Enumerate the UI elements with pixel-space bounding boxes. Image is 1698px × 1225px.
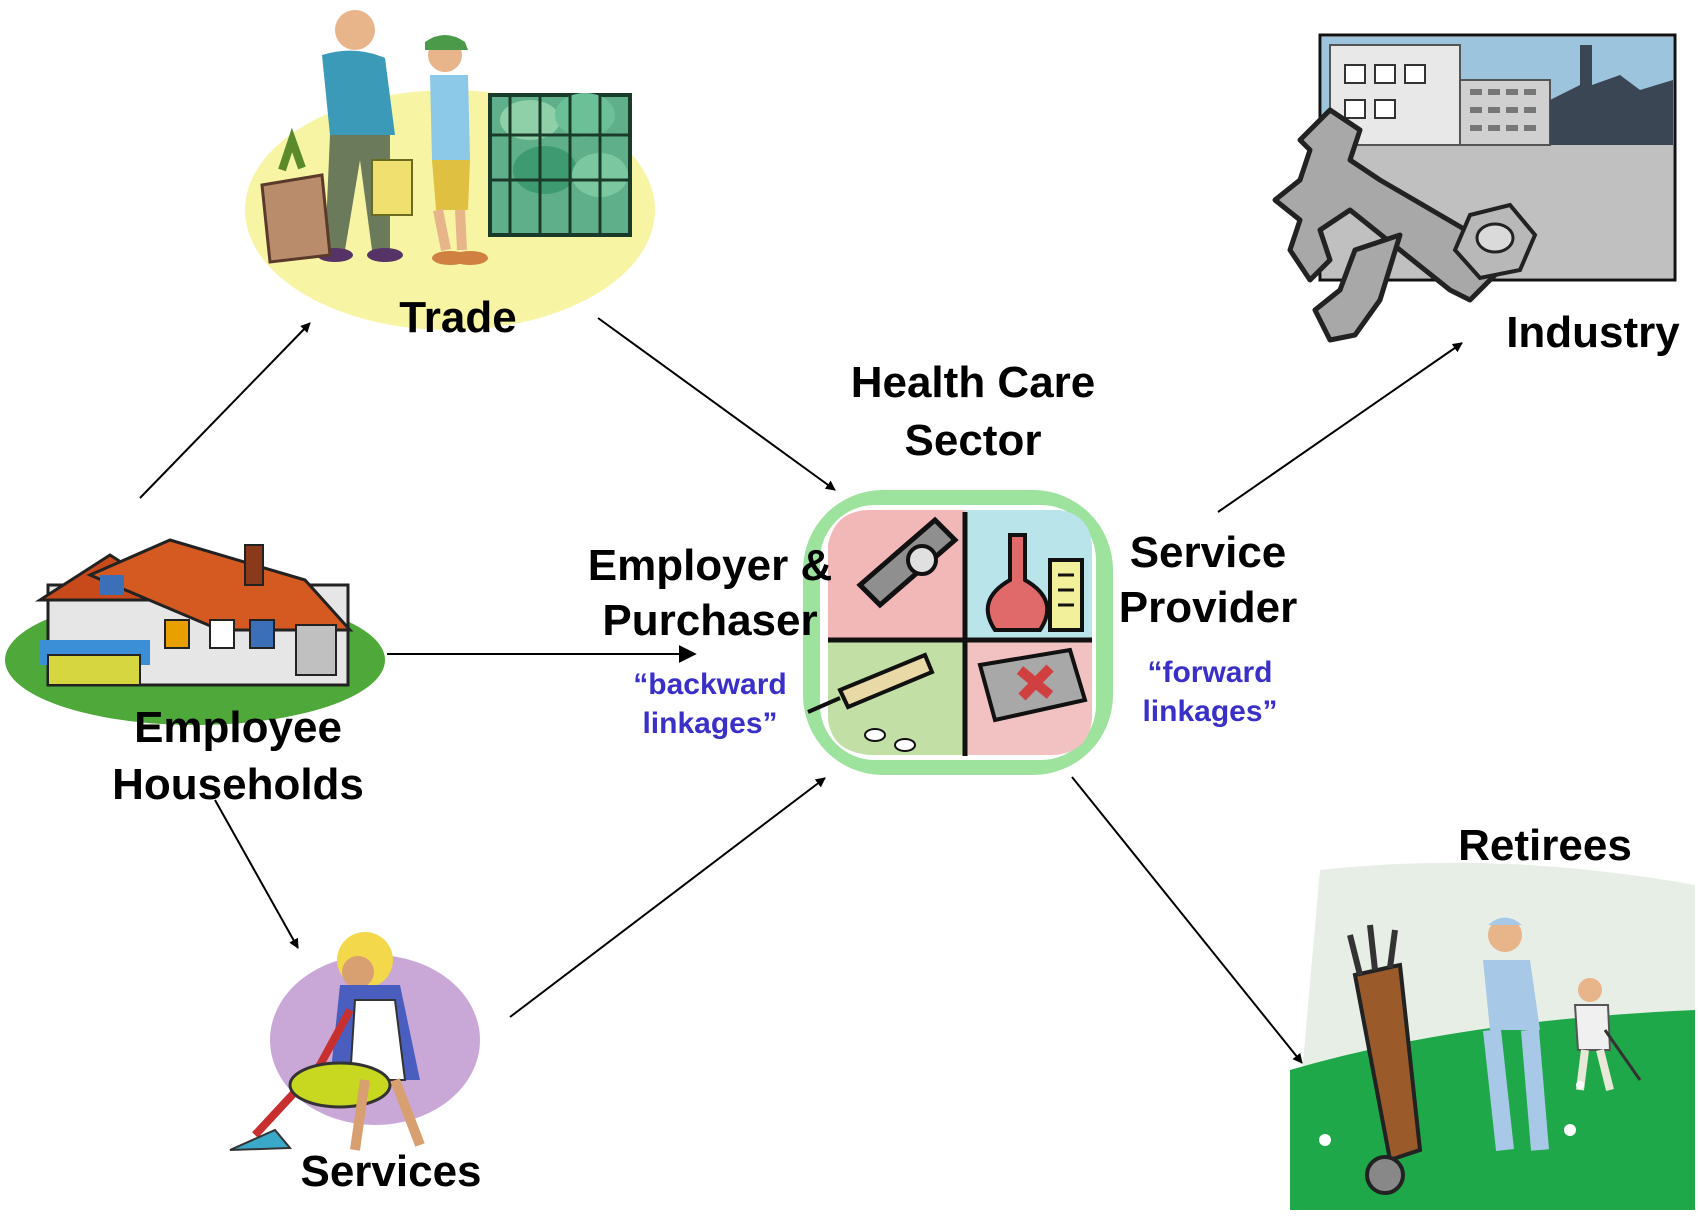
service-provider-label-line2: Provider [1118, 583, 1298, 632]
arrow-health-care-to-industry [1217, 342, 1463, 513]
industry-illustration [1272, 33, 1677, 343]
trade-label: Trade [399, 293, 517, 342]
trade-illustration [245, 10, 655, 330]
employee-households-label-line1: Employee [134, 703, 342, 752]
service-provider-label-line1: Service [1129, 528, 1287, 577]
retirees-label: Retirees [1458, 821, 1632, 870]
medical-collage-illustration [803, 490, 1113, 775]
forward-linkages-label-line1: “forward [1147, 656, 1273, 689]
arrow-households-to-services [214, 799, 299, 949]
industry-label: Industry [1506, 308, 1680, 357]
health-care-sector-label-line2: Sector [904, 416, 1042, 465]
housekeeper-illustration [229, 932, 480, 1151]
employer-purchaser-label-line1: Employer & [587, 541, 833, 590]
arrow-services-to-health-care [509, 777, 826, 1018]
arrow-trade-to-health-care [597, 317, 836, 491]
arrow-health-care-to-retirees [1071, 776, 1303, 1064]
forward-linkages-label-line2: linkages” [1142, 695, 1278, 728]
services-label: Services [300, 1147, 482, 1196]
golfers-illustration [1290, 862, 1695, 1210]
arrows [139, 317, 1463, 1064]
house-illustration [5, 538, 385, 725]
backward-linkages-label-line2: linkages” [642, 707, 778, 740]
backward-linkages-label-line1: “backward [633, 668, 787, 701]
arrow-households-to-trade [139, 322, 311, 499]
employee-households-label-line2: Households [112, 760, 364, 809]
health-care-sector-label-line1: Health Care [850, 358, 1096, 407]
employer-purchaser-label-line2: Purchaser [602, 596, 818, 645]
